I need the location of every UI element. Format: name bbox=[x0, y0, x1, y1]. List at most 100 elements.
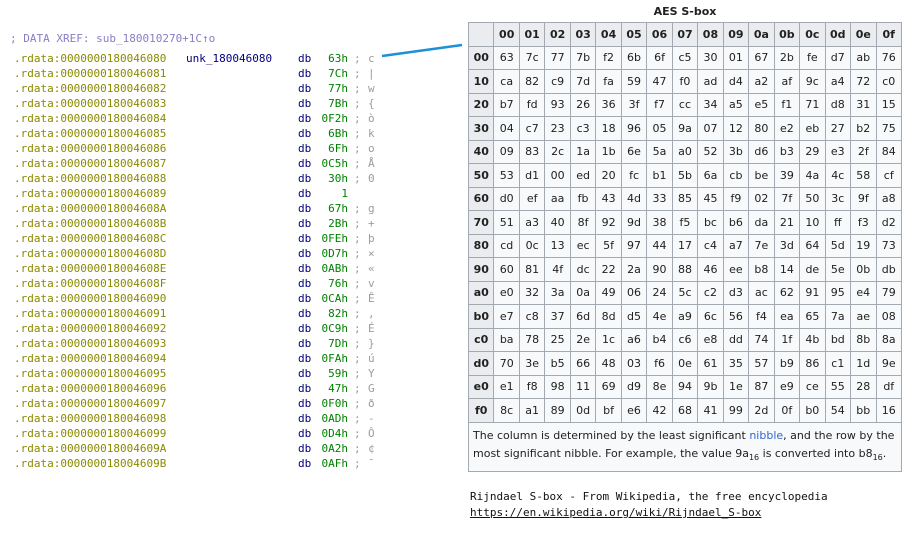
sbox-cell: be bbox=[748, 163, 775, 188]
sbox-cell: 52 bbox=[697, 139, 724, 164]
row-address: .rdata:000000018004608F bbox=[14, 277, 167, 290]
sbox-cell: 7a bbox=[824, 304, 852, 329]
sbox-cell: b4 bbox=[646, 327, 673, 352]
row-directive: db bbox=[298, 382, 312, 395]
sbox-cell: 24 bbox=[646, 280, 673, 305]
sbox-cell: 7f bbox=[773, 186, 801, 211]
sbox-row-header: f0 bbox=[467, 398, 495, 423]
row-char-comment: | bbox=[368, 67, 375, 80]
sbox-cell: 32 bbox=[518, 280, 546, 305]
sbox-cell: b7 bbox=[493, 92, 520, 117]
row-address: .rdata:0000000180046097 bbox=[14, 397, 167, 410]
note-text-4: . bbox=[882, 446, 887, 460]
sbox-cell: c5 bbox=[671, 45, 699, 70]
row-directive: db bbox=[298, 247, 312, 260]
sbox-cell: 8e bbox=[646, 374, 673, 399]
sbox-cell: 89 bbox=[544, 398, 571, 423]
row-directive: db bbox=[298, 457, 312, 470]
sbox-cell: c3 bbox=[569, 116, 597, 141]
sbox-cell: 2a bbox=[620, 257, 648, 282]
row-directive: db bbox=[298, 322, 312, 335]
sbox-cell: 30 bbox=[697, 45, 724, 70]
sbox-cell: 1c bbox=[595, 327, 622, 352]
sbox-cell: 4c bbox=[824, 163, 852, 188]
sbox-cell: d0 bbox=[493, 186, 520, 211]
sbox-cell: 81 bbox=[518, 257, 546, 282]
row-comment-marker: ; bbox=[354, 457, 361, 470]
row-address: .rdata:0000000180046096 bbox=[14, 382, 167, 395]
sbox-cell: fb bbox=[569, 186, 597, 211]
row-comment-marker: ; bbox=[354, 247, 361, 260]
sbox-cell: 9d bbox=[620, 210, 648, 235]
sbox-cell: 06 bbox=[620, 280, 648, 305]
row-directive: db bbox=[298, 82, 312, 95]
sbox-cell: 11 bbox=[569, 374, 597, 399]
sbox-cell: c7 bbox=[518, 116, 546, 141]
row-comment-marker: ; bbox=[354, 232, 361, 245]
sbox-cell: 43 bbox=[595, 186, 622, 211]
row-comment-marker: ; bbox=[354, 52, 361, 65]
sbox-cell: d1 bbox=[518, 163, 546, 188]
nibble-link[interactable]: nibble bbox=[749, 428, 784, 442]
row-comment-marker: ; bbox=[354, 442, 361, 455]
sbox-cell: 6d bbox=[569, 304, 597, 329]
sbox-cell: 5e bbox=[824, 257, 852, 282]
sbox-cell: b9 bbox=[773, 351, 801, 376]
sbox-cell: 2f bbox=[850, 139, 877, 164]
sbox-cell: 51 bbox=[493, 210, 520, 235]
row-value: 7Ch bbox=[328, 67, 348, 80]
sbox-row-header: d0 bbox=[467, 351, 495, 376]
sbox-cell: c1 bbox=[824, 351, 852, 376]
row-comment-marker: ; bbox=[354, 112, 361, 125]
sbox-cell: 50 bbox=[799, 186, 826, 211]
sbox-col-header: 0f bbox=[875, 22, 902, 47]
sbox-cell: 87 bbox=[748, 374, 775, 399]
row-value: 7Dh bbox=[328, 337, 348, 350]
sbox-cell: 6c bbox=[697, 304, 724, 329]
sbox-cell: 3c bbox=[824, 186, 852, 211]
sbox-cell: dd bbox=[722, 327, 750, 352]
sbox-cell: 4d bbox=[620, 186, 648, 211]
sbox-cell: 35 bbox=[722, 351, 750, 376]
row-char-comment: , bbox=[368, 307, 375, 320]
sbox-note-row: The column is determined by the least si… bbox=[468, 421, 902, 472]
row-comment-marker: ; bbox=[354, 82, 361, 95]
sbox-cell: 0e bbox=[671, 351, 699, 376]
row-directive: db bbox=[298, 67, 312, 80]
sbox-cell: 79 bbox=[875, 280, 902, 305]
row-address: .rdata:000000018004608C bbox=[14, 232, 167, 245]
row-address: .rdata:0000000180046089 bbox=[14, 187, 167, 200]
data-xref-comment[interactable]: ; DATA XREF: sub_180010270+1C↑o bbox=[10, 32, 216, 45]
row-value: 7Bh bbox=[328, 97, 348, 110]
sbox-cell: 2d bbox=[748, 398, 775, 423]
sbox-cell: a8 bbox=[875, 186, 902, 211]
row-value: 47h bbox=[328, 382, 348, 395]
citation-url[interactable]: https://en.wikipedia.org/wiki/Rijndael_S… bbox=[470, 506, 762, 519]
sbox-cell: d8 bbox=[824, 92, 852, 117]
citation-title: Rijndael S-box - From Wikipedia, the fre… bbox=[470, 490, 828, 503]
sbox-cell: f2 bbox=[595, 45, 622, 70]
sbox-cell: e1 bbox=[493, 374, 520, 399]
row-comment-marker: ; bbox=[354, 307, 361, 320]
row-value: 0ADh bbox=[321, 412, 349, 425]
sbox-cell: a9 bbox=[671, 304, 699, 329]
sbox-cell: 6b bbox=[620, 45, 648, 70]
row-directive: db bbox=[298, 442, 312, 455]
sbox-cell: 73 bbox=[875, 233, 902, 258]
row-value: 0C5h bbox=[321, 157, 349, 170]
sbox-cell: 4e bbox=[646, 304, 673, 329]
sbox-cell: 8a bbox=[875, 327, 902, 352]
sbox-cell: da bbox=[748, 210, 775, 235]
sbox-cell: eb bbox=[799, 116, 826, 141]
sbox-cell: 33 bbox=[646, 186, 673, 211]
sbox-cell: 95 bbox=[824, 280, 852, 305]
sbox-row-header: 30 bbox=[467, 116, 495, 141]
sbox-corner-cell bbox=[467, 22, 495, 47]
sbox-cell: 0c bbox=[518, 233, 546, 258]
row-address: .rdata:0000000180046088 bbox=[14, 172, 167, 185]
row-comment-marker: ; bbox=[354, 382, 361, 395]
sbox-cell: f8 bbox=[518, 374, 546, 399]
